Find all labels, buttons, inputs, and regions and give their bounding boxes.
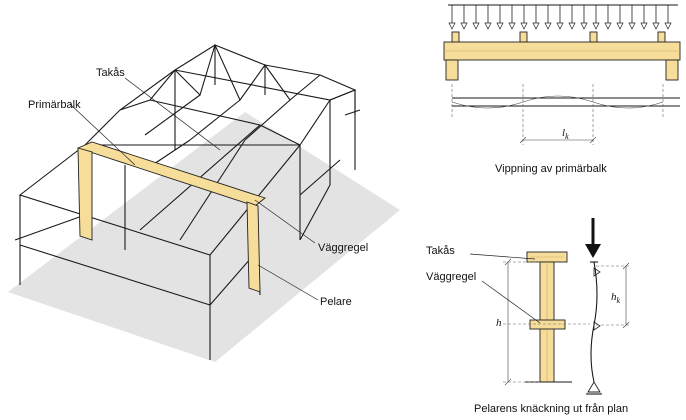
lk-symbol: lk [562,127,569,141]
load-arrowhead [556,22,564,30]
leader-lines [69,77,319,301]
load-arrowhead [532,22,540,30]
left-column [77,147,93,241]
purlin [589,31,598,43]
caption-vippning: Vippning av primärbalk [495,163,607,175]
buckled-shape [451,95,664,109]
label-pelare: Pelare [320,296,352,308]
load-arrowhead [568,22,576,30]
load-arrowhead [616,22,624,30]
label-takas-column: Takås [426,245,455,257]
load-arrowhead [652,22,660,30]
load-arrowhead [520,22,528,30]
support-column-right [665,59,679,81]
h-symbol: h [496,317,502,329]
purlin [519,31,528,43]
ground-shadow [8,112,400,362]
load-arrowhead [628,22,636,30]
hk-symbol: hk [611,291,621,305]
right-column [246,201,261,293]
label-vaggregel-column: Väggregel [426,271,476,283]
load-arrowhead [484,22,492,30]
timber-portal-frame [76,141,266,293]
load-arrowhead [496,22,504,30]
axial-load-arrow [585,218,601,258]
buckled-column [586,261,602,395]
primary-beam [76,141,266,207]
label-vaggregel: Väggregel [318,242,368,254]
wall-girt-section [529,319,566,330]
purlin [657,31,666,43]
label-takas: Takås [96,67,125,79]
load-arrowhead [580,22,588,30]
distributed-load-arrows [448,5,672,30]
load-arrowhead [472,22,480,30]
caption-knackning: Pelarens knäckning ut från plan [474,403,628,415]
load-arrowhead [604,22,612,30]
load-arrowhead [544,22,552,30]
purlin [451,31,460,43]
load-arrowhead [592,22,600,30]
load-arrowhead [640,22,648,30]
load-arrowhead [508,22,516,30]
support-column-left [445,59,459,81]
load-arrowhead [448,22,456,30]
column-buckling-diagram: h hk Takås Väggregel Pelarens knäckning … [426,218,630,415]
load-arrowhead [460,22,468,30]
load-arrowhead [664,22,672,30]
perspective-frame: Takås Primärbalk Väggregel Pelare [8,43,400,362]
lateral-buckling-diagram: lk Vippning av primärbalk [443,4,681,175]
label-primarbalk: Primärbalk [28,99,81,111]
